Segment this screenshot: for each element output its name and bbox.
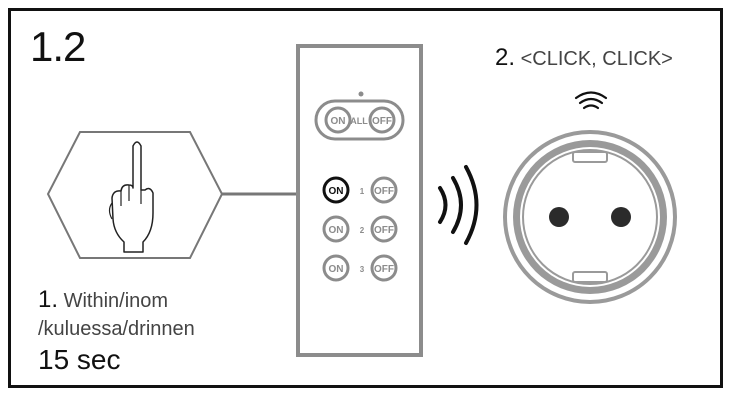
wifi-icon [574,91,608,110]
channel-2-on-label: ON [329,225,344,236]
step-1-text-line1: Within/inom [63,290,169,312]
channel-1-on-button[interactable]: ON [322,176,350,204]
all-off-label: OFF [372,116,392,127]
channel-2-number: 2 [360,226,365,235]
step-id: 1.2 [30,23,86,70]
channel-1-off-button[interactable]: OFF [370,176,398,204]
step-1-number: 1. [38,286,59,313]
pointing-finger-icon [46,131,224,259]
radio-waves-icon [438,165,479,245]
channel-3-off-label: OFF [374,264,394,275]
channel-3-number: 3 [360,265,365,274]
step-1-instruction: 1. Within/inom /kuluessa/drinnen [38,286,195,343]
channel-1-off-label: OFF [374,186,394,197]
step-2-number: 2. [495,44,516,71]
channel-2-off-button[interactable]: OFF [370,215,398,243]
channel-3-on-label: ON [329,264,344,275]
channel-2-on-button[interactable]: ON [322,215,350,243]
all-on-label: ON [331,116,346,127]
socket-hole-left [549,207,569,227]
channel-2-off-label: OFF [374,225,394,236]
channel-1-on-label: ON [329,186,344,197]
all-label: ALL [350,116,368,126]
step-2-text: <CLICK, CLICK> [520,48,673,70]
channel-1-number: 1 [360,187,365,196]
all-on-button[interactable]: ON [324,106,352,134]
channel-2-row: ON 2 OFF [322,215,398,243]
all-off-button[interactable]: OFF [368,106,396,134]
channel-3-row: ON 3 OFF [322,254,398,282]
channel-3-off-button[interactable]: OFF [370,254,398,282]
step-1-duration: 15 sec [38,344,121,375]
channel-1-row: ON 1 OFF [322,176,398,204]
remote-control: ON ALL OFF ON 1 OFF ON 2 [296,44,423,357]
channel-3-on-button[interactable]: ON [322,254,350,282]
step-2-instruction: 2. <CLICK, CLICK> [495,46,673,70]
socket-hole-right [611,207,631,227]
step-1-text-line2: /kuluessa/drinnen [38,318,195,340]
power-socket-icon [503,130,677,304]
led-indicator [358,91,364,97]
